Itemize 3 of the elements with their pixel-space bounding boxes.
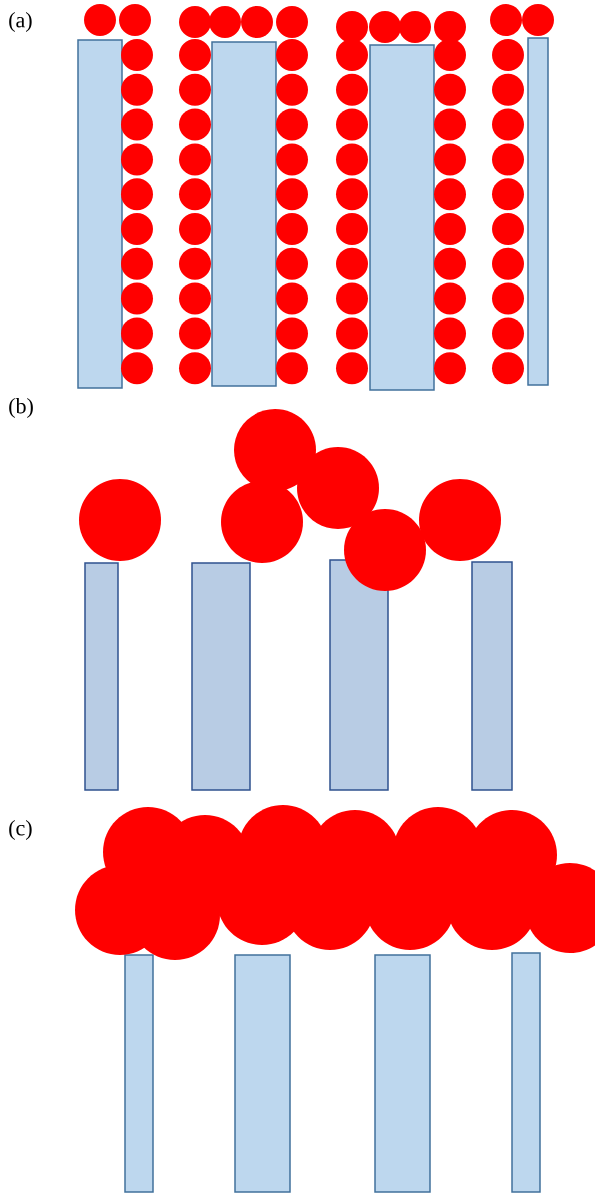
panel-label: (a): [9, 12, 32, 32]
panel-label: (b): [9, 398, 33, 418]
panel-label: (c): [9, 820, 32, 840]
